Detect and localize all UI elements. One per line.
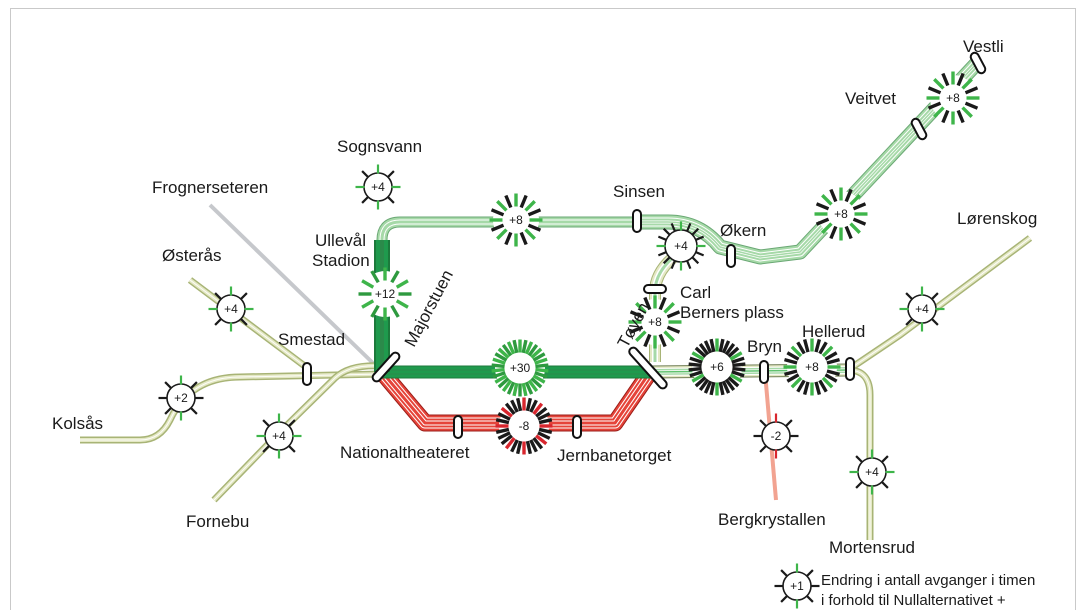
badge-nationaltheateret-jbt: -8 xyxy=(495,397,553,455)
badge-ulleval-value: +12 xyxy=(375,287,396,301)
badge-okern-east-value: +8 xyxy=(834,207,848,221)
legend: +1 Endring i antall avganger i timen i f… xyxy=(774,563,1035,609)
legend-badge: +1 xyxy=(774,563,820,609)
station-label-ulleval-stadion: Stadion xyxy=(312,251,370,270)
badge-center-value: +30 xyxy=(510,361,531,375)
badge-sognsvann: +4 xyxy=(355,164,401,210)
badge-okern-east: +8 xyxy=(814,187,868,241)
badge-kolsas: +2 xyxy=(158,375,204,421)
badge-sinsen-west: +8 xyxy=(489,193,543,247)
station-label-bergkrystallen: Bergkrystallen xyxy=(718,510,826,529)
station-label-veitvet: Veitvet xyxy=(845,89,896,108)
badge-veitvet: +8 xyxy=(926,71,980,125)
station-label-berners-plass: Berners plass xyxy=(680,303,784,322)
station-label-osteras: Østerås xyxy=(162,246,222,265)
badge-veitvet-value: +8 xyxy=(946,91,960,105)
badge-hellerud-value: +8 xyxy=(805,360,819,374)
station-marker-toyen xyxy=(628,346,668,390)
legend-line-1: Endring i antall avganger i timen xyxy=(821,572,1035,589)
station-label-okern: Økern xyxy=(720,221,766,240)
station-marker-veitvet xyxy=(910,117,928,141)
badge-kolsas-value: +2 xyxy=(174,391,188,405)
station-marker-sinsen xyxy=(632,209,642,233)
station-label-sinsen: Sinsen xyxy=(613,182,665,201)
badge-okern-value: +4 xyxy=(674,239,688,253)
line-fornebu xyxy=(211,362,383,503)
legend-badge-value: +1 xyxy=(790,579,804,593)
station-marker-okern xyxy=(726,244,736,268)
station-marker-nationaltheateret xyxy=(453,415,463,439)
badge-osteras: +4 xyxy=(208,286,254,332)
badge-fornebu: +4 xyxy=(256,413,302,459)
station-label-sognsvann: Sognsvann xyxy=(337,137,422,156)
line-ulleval xyxy=(376,216,637,372)
badge-mortensrud-value: +4 xyxy=(865,465,879,479)
station-marker-jernbanetorget xyxy=(572,415,582,439)
badge-hellerud: +8 xyxy=(783,338,841,396)
station-markers xyxy=(302,51,987,439)
badge-carl: +8 xyxy=(628,295,682,349)
badge-okern: +4 xyxy=(656,221,706,271)
line-lorenskog xyxy=(846,235,1033,373)
station-label-majorstuen: Majorstuen xyxy=(401,267,457,350)
badge-ulleval: +12 xyxy=(358,267,412,321)
station-label-jernbanetorget: Jernbanetorget xyxy=(557,446,672,465)
line-kolsas xyxy=(80,370,383,444)
station-marker-hellerud xyxy=(845,357,855,381)
station-label-mortensrud: Mortensrud xyxy=(829,538,915,557)
badge-carl-value: +8 xyxy=(648,315,662,329)
station-label-smestad: Smestad xyxy=(278,330,345,349)
station-label-nationaltheateret: Nationaltheateret xyxy=(340,443,470,462)
station-label-hellerud: Hellerud xyxy=(802,322,865,341)
station-label-bryn: Bryn xyxy=(747,337,782,356)
station-label-vestli: Vestli xyxy=(963,37,1004,56)
station-marker-majorstuen xyxy=(371,351,401,383)
station-marker-vestli xyxy=(969,51,987,75)
badge-lorenskog: +4 xyxy=(899,286,945,332)
badge-toyen-bryn: +6 xyxy=(688,338,746,396)
station-label-frognerseteren: Frognerseteren xyxy=(152,178,268,197)
badge-toyen-bryn-value: +6 xyxy=(710,360,724,374)
badge-osteras-value: +4 xyxy=(224,302,238,316)
badge-mortensrud: +4 xyxy=(849,449,895,495)
line-osteras xyxy=(187,277,313,373)
station-label-ulleval: Ullevål xyxy=(315,231,366,250)
station-label-lorenskog: Lørenskog xyxy=(957,209,1037,228)
station-marker-carl-berner xyxy=(643,284,667,294)
station-label-kolsas: Kolsås xyxy=(52,414,103,433)
badge-sognsvann-value: +4 xyxy=(371,180,385,194)
legend-line-2: i forhold til Nullalternativet + xyxy=(821,592,1006,609)
badge-bergkrystallen: -2 xyxy=(753,413,799,459)
badge-nationaltheateret-jbt-value: -8 xyxy=(519,419,530,433)
badge-fornebu-value: +4 xyxy=(272,429,286,443)
diagram-frame xyxy=(10,8,1076,610)
badge-lorenskog-value: +4 xyxy=(915,302,929,316)
legend-symbol: +1 xyxy=(774,563,820,609)
badge-bergkrystallen-value: -2 xyxy=(771,429,782,443)
badge-center: +30 xyxy=(491,339,549,397)
line-frognerseteren xyxy=(208,203,378,368)
station-labels: Vestli Veitvet Sognsvann Frognerseteren … xyxy=(52,37,1037,557)
station-marker-bryn xyxy=(759,360,769,384)
line-mortensrud xyxy=(847,366,874,540)
station-marker-smestad xyxy=(302,362,312,386)
badge-sinsen-west-value: +8 xyxy=(509,213,523,227)
station-label-carl: Carl xyxy=(680,283,711,302)
station-label-fornebu: Fornebu xyxy=(186,512,249,531)
departure-change-badges: +8 +8 +8 +4 +8 +4 +12 +4 +4 +2 +4 +30 -8 +6 +8 -2 +4 xyxy=(158,71,980,495)
line-sinsen-vestli xyxy=(637,56,984,265)
